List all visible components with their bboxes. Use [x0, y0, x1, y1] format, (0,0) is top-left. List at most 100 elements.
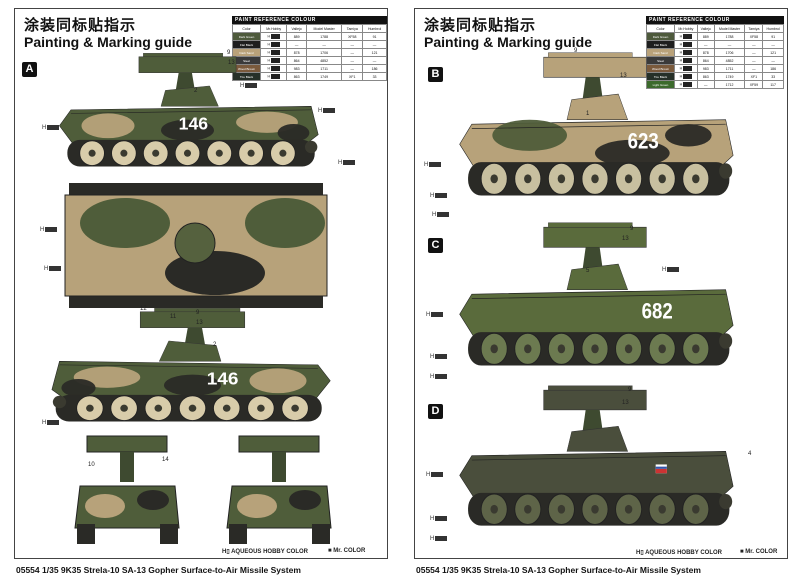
- missile-launcher: [138, 56, 237, 73]
- paint-callout: H: [430, 374, 448, 380]
- table-header: Mr.Hobby: [259, 24, 288, 33]
- table-cell: —: [305, 40, 343, 49]
- drive-sprocket: [719, 493, 733, 510]
- wheel-hub: [291, 404, 299, 412]
- paint-callout: H: [430, 516, 448, 522]
- wheel-hub: [692, 344, 700, 354]
- track-left: [77, 524, 95, 544]
- launcher-frame: [238, 435, 320, 453]
- table-cell: —: [341, 64, 364, 73]
- wheel-hub: [490, 344, 498, 354]
- table-cell: —: [341, 48, 364, 57]
- table-cell: 121: [762, 48, 784, 57]
- turret: [566, 263, 629, 290]
- wheel-hub: [591, 344, 599, 354]
- paint-callout: H: [42, 125, 60, 131]
- callout-13b: 13: [196, 320, 203, 326]
- table-cell: 91: [762, 32, 784, 41]
- missile-launcher: [543, 389, 647, 411]
- paint-callout: H: [424, 162, 442, 168]
- vehicle-number: 146: [207, 368, 239, 388]
- table-cell: H: [674, 40, 698, 49]
- footer-title-right: 05554 1/35 9K35 Strela-10 SA-13 Gopher S…: [416, 565, 701, 575]
- color-swatch: Flat Black: [646, 40, 675, 49]
- missile-launcher-rail: [548, 385, 633, 391]
- wheel-hub: [86, 404, 94, 412]
- camo-patch: [61, 379, 96, 397]
- table-caption: PAINT REFERENCE COLOUR: [646, 16, 784, 24]
- wheel-hub: [557, 174, 566, 184]
- callout-11: 11: [170, 314, 177, 320]
- table-cell: —: [362, 40, 387, 49]
- footer-title-left: 05554 1/35 9K35 Strela-10 SA-13 Gopher S…: [16, 565, 301, 575]
- table-cell: 889: [696, 32, 715, 41]
- wheel-hub: [524, 504, 532, 514]
- paint-callout: H: [240, 83, 258, 89]
- wheel-hub: [624, 504, 633, 514]
- callout-13-b: 13: [620, 73, 627, 79]
- camo-patch: [277, 124, 310, 142]
- paint-callout: H: [430, 193, 448, 199]
- callout-13: 13: [228, 60, 235, 66]
- table-cell: 889: [286, 32, 307, 41]
- callout-9: 9: [227, 50, 231, 56]
- wheel-hub: [524, 174, 532, 184]
- table-cell: —: [713, 40, 746, 49]
- scheme-badge-d: D: [428, 404, 443, 419]
- callout-14: 14: [162, 457, 169, 463]
- turret: [566, 93, 629, 120]
- paint-callout: H: [662, 267, 680, 273]
- wheel-hub: [692, 504, 700, 514]
- title-english: Painting & Marking guide: [24, 34, 193, 50]
- table-header: Model Master: [713, 24, 746, 33]
- drive-sprocket: [719, 163, 733, 179]
- camo-patch: [289, 490, 321, 510]
- wheel-hub: [692, 174, 700, 184]
- paint-callout: H: [430, 354, 448, 360]
- table-cell: H: [259, 32, 288, 41]
- vehicle-number: 146: [179, 113, 209, 133]
- paint-callout: H: [430, 536, 448, 542]
- missile-launcher-rail: [154, 308, 241, 312]
- paint-callout: H: [426, 312, 444, 318]
- table-header: Tamiya: [341, 24, 364, 33]
- turret: [160, 85, 219, 107]
- table-cell: 1788: [305, 32, 343, 41]
- wheel-hub: [88, 149, 96, 157]
- callout-10: 10: [88, 462, 95, 468]
- missile-launcher-rail: [143, 53, 224, 57]
- track-right: [69, 294, 323, 308]
- callout-2: 2: [194, 88, 198, 94]
- camo-patch: [85, 494, 125, 518]
- table-header: Humbrol: [762, 24, 784, 33]
- table-cell: XF59: [744, 80, 764, 89]
- table-cell: 33: [762, 72, 784, 81]
- color-swatch: Dark Green: [646, 32, 675, 41]
- missile-launcher-rail: [548, 52, 633, 58]
- color-swatch: Flat Black: [232, 40, 261, 49]
- camo-patch: [137, 490, 169, 510]
- missile-launcher-rail: [548, 222, 633, 228]
- table-header: Vallejo: [286, 24, 307, 33]
- scheme-badge-c: C: [428, 238, 443, 253]
- table-cell: H: [674, 80, 698, 89]
- table-cell: 1749: [305, 72, 343, 81]
- missile-launcher: [139, 311, 246, 328]
- table-cell: —: [762, 56, 784, 65]
- turret-top: [174, 222, 216, 264]
- wheel-hub: [624, 344, 633, 354]
- wheel-hub: [524, 344, 532, 354]
- paint-callout: H: [42, 420, 60, 426]
- camo-patch: [164, 374, 221, 396]
- callout-1-b: 1: [586, 111, 590, 117]
- table-cell: 121: [362, 48, 387, 57]
- table-cell: XF58: [744, 32, 764, 41]
- callout-9-d: 9: [628, 387, 632, 393]
